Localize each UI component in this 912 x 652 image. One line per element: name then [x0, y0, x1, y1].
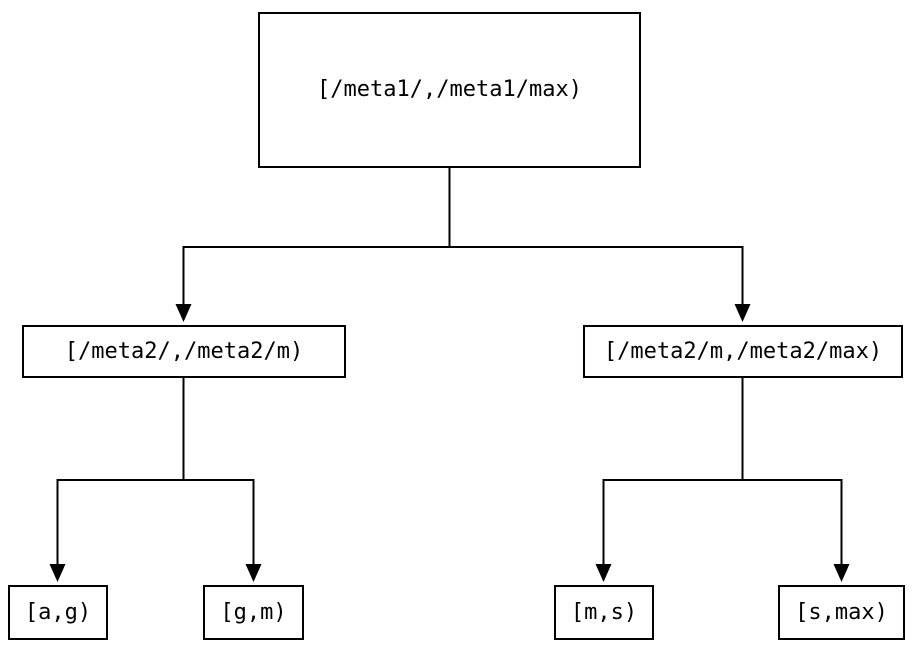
- arrowhead-to-left-subtree: [175, 304, 192, 322]
- arrowhead-to-leaf-ag: [49, 564, 66, 582]
- arrowhead-to-leaf-ms: [595, 564, 612, 582]
- node-leaf-s-max: [s,max): [778, 585, 905, 640]
- node-leaf-g-m: [g,m): [203, 585, 304, 640]
- node-meta2-upper-range: [/meta2/m,/meta2/max): [583, 325, 903, 378]
- connector-left-branch: [56, 479, 255, 564]
- arrowhead-to-leaf-gm: [245, 564, 262, 582]
- arrowhead-to-leaf-smax: [833, 564, 850, 582]
- node-meta1-range: [/meta1/,/meta1/max): [258, 12, 641, 168]
- connector-root-branch: [182, 246, 744, 304]
- node-meta2-lower-range: [/meta2/,/meta2/m): [22, 325, 346, 378]
- connector-right-branch: [602, 479, 843, 564]
- arrowhead-to-right-subtree: [734, 304, 751, 322]
- node-leaf-a-g: [a,g): [8, 585, 108, 640]
- node-leaf-m-s: [m,s): [554, 585, 654, 640]
